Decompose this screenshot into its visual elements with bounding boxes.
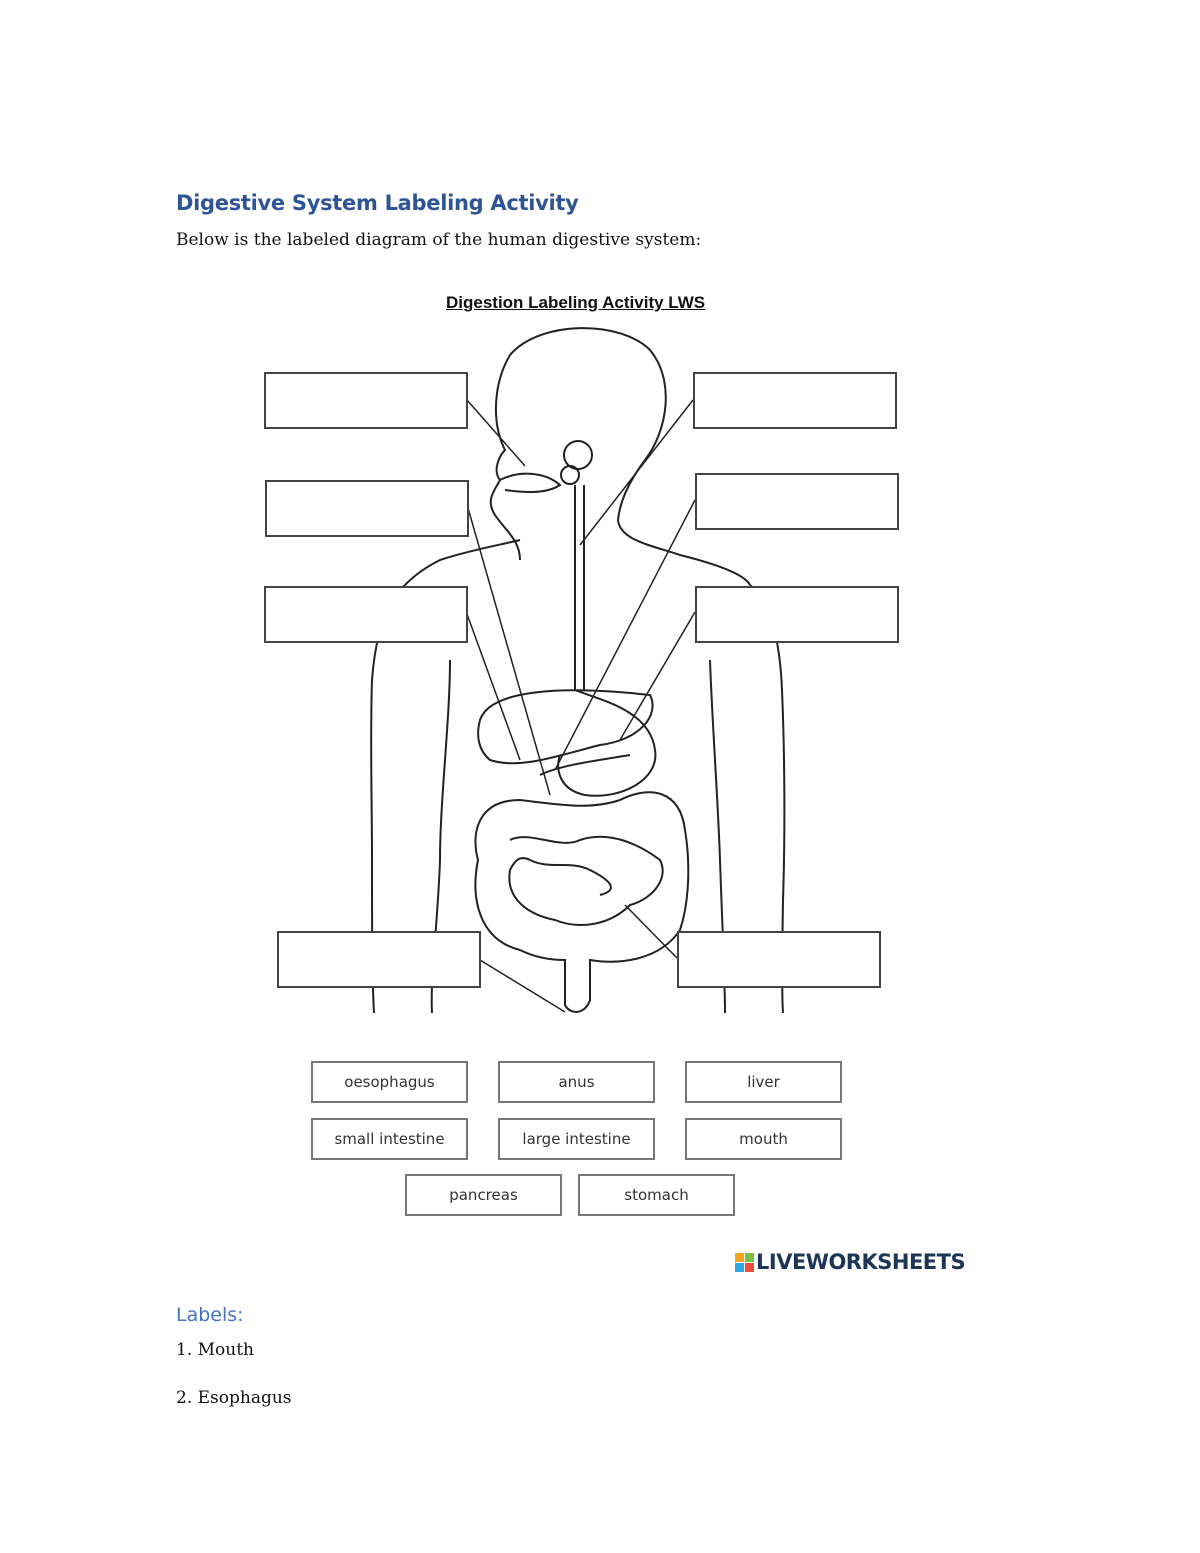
logo-squares-icon: [735, 1252, 754, 1272]
word-oesophagus[interactable]: oesophagus: [311, 1061, 468, 1103]
label-box-7[interactable]: [695, 586, 899, 643]
word-pancreas[interactable]: pancreas: [405, 1174, 562, 1216]
small-intestine: [508, 835, 664, 926]
word-mouth[interactable]: mouth: [685, 1118, 842, 1160]
label-box-4[interactable]: [277, 931, 481, 988]
label-box-2[interactable]: [265, 480, 469, 537]
mouth: [499, 472, 562, 493]
labels-heading: Labels:: [176, 1304, 244, 1326]
diagram-title: Digestion Labeling Activity LWS: [446, 293, 706, 312]
head-outline: [489, 327, 751, 586]
oesophagus: [574, 485, 585, 690]
pancreas: [539, 754, 631, 776]
stomach: [557, 689, 657, 797]
word-small-intestine[interactable]: small intestine: [311, 1118, 468, 1160]
label-box-1[interactable]: [264, 372, 468, 429]
label-box-6[interactable]: [695, 473, 899, 530]
label-item-1: 1. Mouth: [176, 1340, 254, 1360]
logo-text: LIVEWORKSHEETS: [756, 1250, 966, 1274]
page-title: Digestive System Labeling Activity: [176, 191, 579, 215]
word-large-intestine[interactable]: large intestine: [498, 1118, 655, 1160]
label-box-8[interactable]: [677, 931, 881, 988]
label-item-2: 2. Esophagus: [176, 1388, 292, 1408]
label-box-5[interactable]: [693, 372, 897, 429]
digestive-system-diagram: [370, 327, 786, 1014]
intro-text: Below is the labeled diagram of the huma…: [176, 230, 702, 250]
word-anus[interactable]: anus: [498, 1061, 655, 1103]
label-box-3[interactable]: [264, 586, 468, 643]
pointer-lines: [466, 399, 696, 1013]
word-liver[interactable]: liver: [685, 1061, 842, 1103]
neck-left: [404, 539, 521, 586]
large-intestine: [474, 791, 690, 1013]
liveworksheets-logo: LIVEWORKSHEETS: [735, 1250, 966, 1274]
word-stomach[interactable]: stomach: [578, 1174, 735, 1216]
liver: [477, 689, 654, 765]
